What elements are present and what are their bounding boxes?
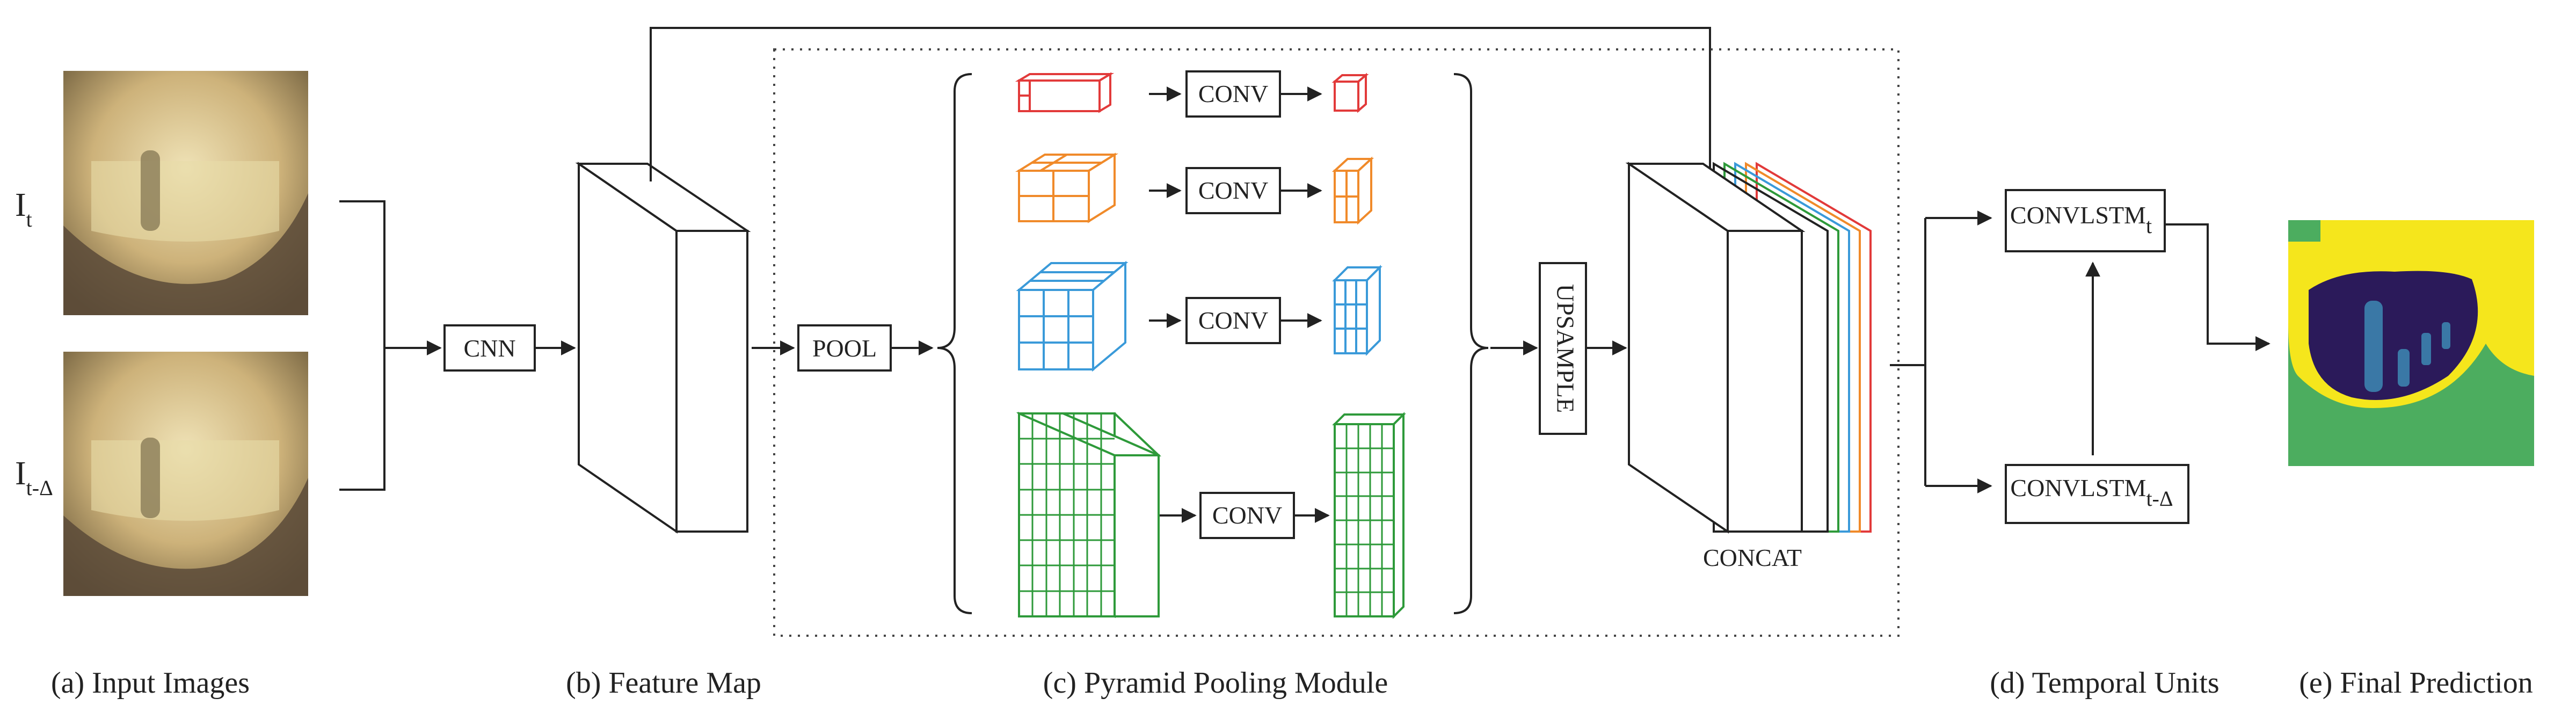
- level4-conv-block: [1199, 492, 1295, 539]
- concat-label: CONCAT: [1703, 544, 1802, 571]
- level4-output-block: [1332, 412, 1406, 619]
- pool-level2-block: [1015, 152, 1118, 223]
- level1-conv-label: CONV: [1198, 80, 1268, 107]
- convlstm-td-label: CONVLSTMt-Δ: [2010, 474, 2173, 511]
- feature-map-block: [575, 162, 751, 534]
- level2-conv-block: [1185, 167, 1281, 214]
- pyramid-pooling-container: [773, 48, 1900, 637]
- branches-left-brace: [937, 73, 972, 614]
- convlstm-td-block: [2005, 464, 2189, 524]
- final-prediction-image: [2288, 220, 2534, 466]
- level2-output-block: [1331, 156, 1374, 225]
- skip-connection-arrow: [650, 27, 1718, 196]
- level4-output-grid: [1335, 424, 1394, 616]
- level3-conv-label: CONV: [1198, 307, 1268, 334]
- level3-conv-block: [1185, 297, 1281, 344]
- input-image-current: [63, 71, 308, 315]
- caption-feature-map: (b) Feature Map: [566, 666, 761, 700]
- level1-conv-block: [1185, 70, 1281, 118]
- level4-conv-label: CONV: [1212, 501, 1282, 529]
- temporal-to-prediction-arrow: [2165, 223, 2271, 351]
- convlstm-t-block: [2005, 189, 2166, 252]
- upsample-block: [1539, 262, 1587, 435]
- input-label-previous: It-Δ: [15, 455, 53, 500]
- level3-output-block: [1332, 265, 1382, 356]
- pool-label: POOL: [812, 335, 877, 362]
- cnn-label: CNN: [463, 335, 515, 362]
- pool-level1-block: [1015, 72, 1115, 113]
- level1-output-block: [1331, 72, 1369, 113]
- input-merge-connector: [339, 200, 442, 491]
- caption-final-prediction: (e) Final Prediction: [2299, 666, 2533, 700]
- upsample-label: UPSAMPLE: [1552, 284, 1579, 413]
- concat-block: [1625, 162, 1806, 534]
- pool-level4-grid: [1019, 413, 1115, 616]
- input-image-previous: [63, 352, 308, 596]
- cnn-block: [443, 324, 536, 372]
- pool-block: [797, 324, 892, 372]
- pool-level3-block: [1016, 260, 1129, 372]
- concat-to-temporal-connector: [1890, 210, 1992, 493]
- branches-right-brace: [1453, 73, 1489, 614]
- caption-temporal-units: (d) Temporal Units: [1990, 666, 2219, 700]
- convlstm-t-label: CONVLSTMt: [2010, 201, 2152, 238]
- input-label-current: It: [15, 187, 32, 231]
- caption-pyramid-pooling: (c) Pyramid Pooling Module: [1043, 666, 1388, 700]
- caption-input-images: (a) Input Images: [51, 666, 250, 700]
- level2-conv-label: CONV: [1198, 177, 1268, 204]
